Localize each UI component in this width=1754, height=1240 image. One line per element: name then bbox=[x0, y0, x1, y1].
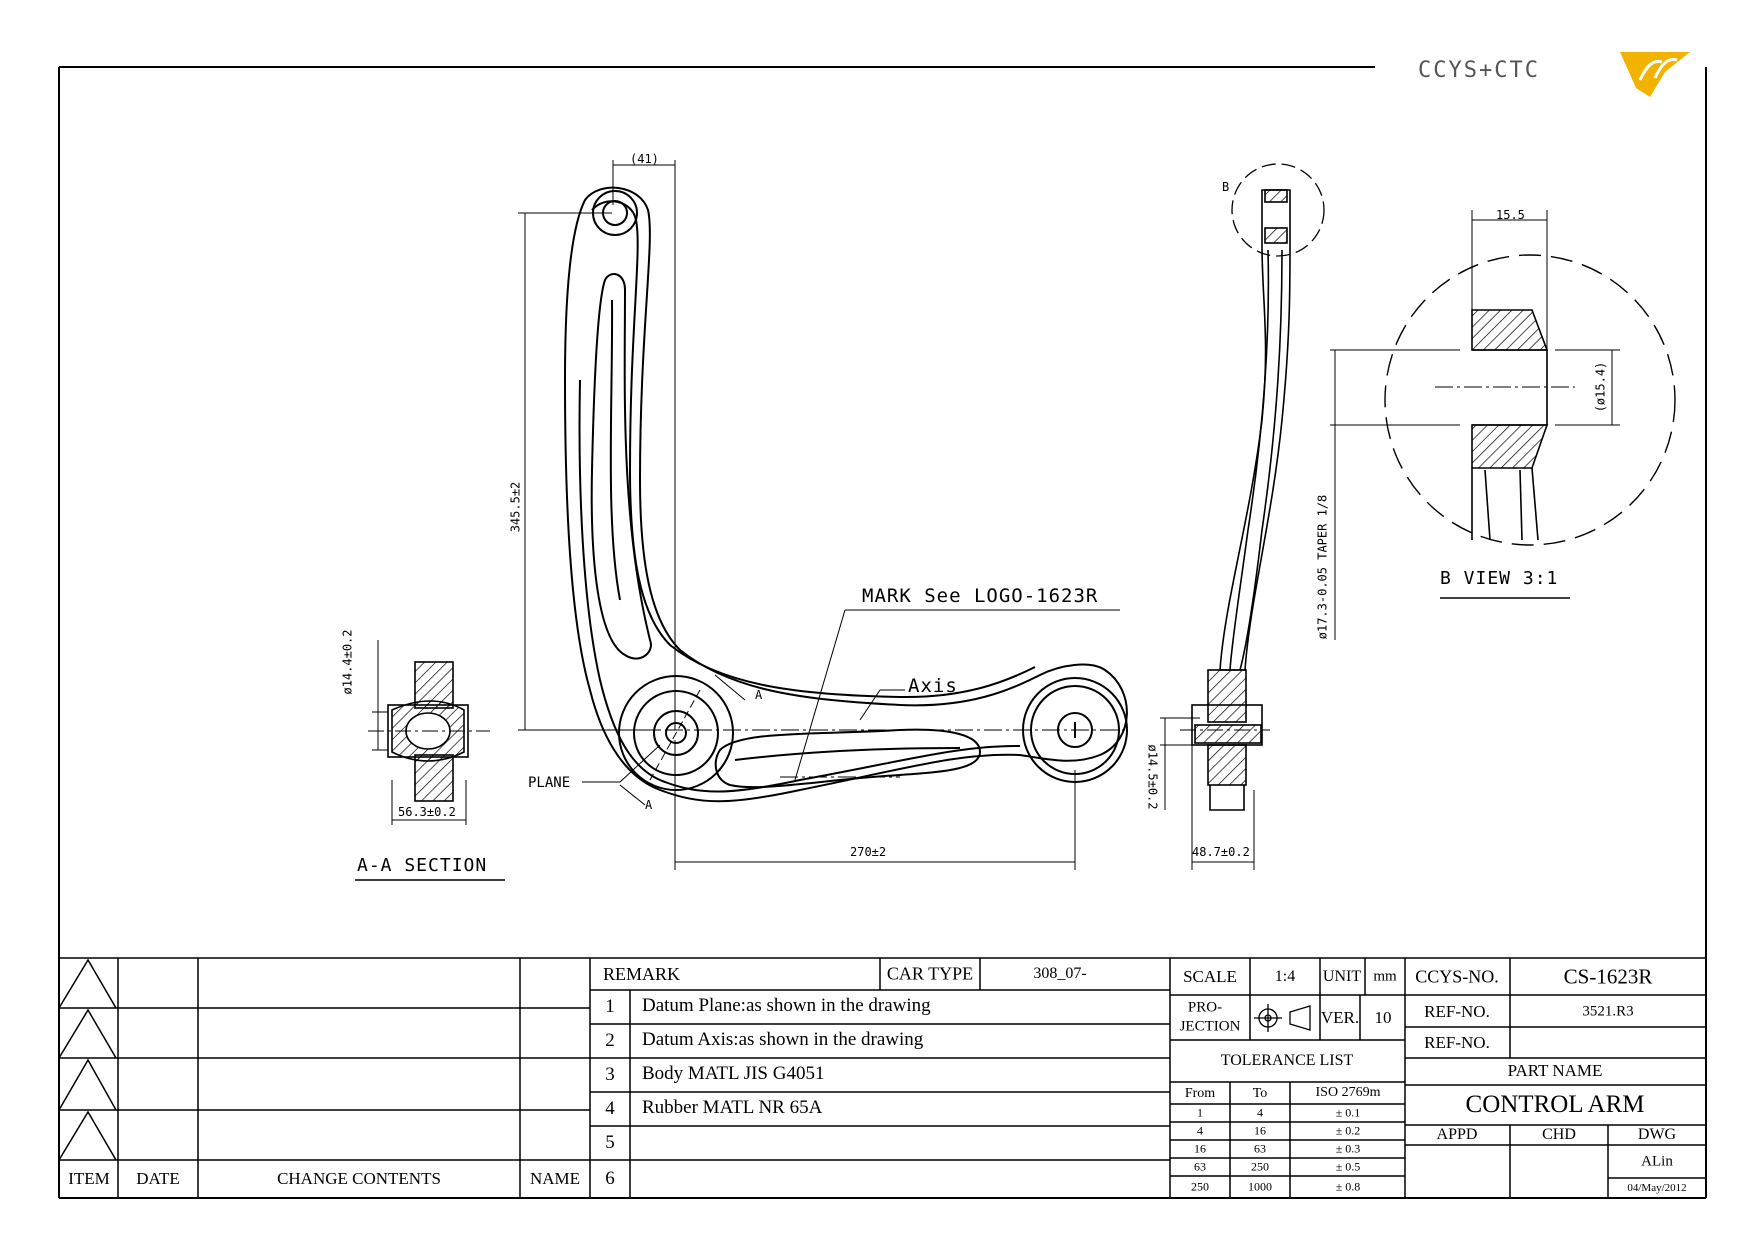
dim-bview-154: (ø15.4) bbox=[1593, 361, 1608, 413]
title-block-grid bbox=[58, 957, 1706, 1198]
part-name-value: CONTROL ARM bbox=[1465, 1091, 1645, 1118]
tol-value: ± 0.2 bbox=[1335, 1123, 1361, 1138]
section-cut-label-top: A bbox=[755, 688, 763, 702]
tol-value: ± 0.8 bbox=[1335, 1179, 1361, 1194]
dwg-label: DWG bbox=[1637, 1126, 1677, 1143]
control-arm-side-view bbox=[1160, 163, 1325, 870]
plane-label: PLANE bbox=[528, 775, 571, 791]
rev-header-item: ITEM bbox=[68, 1169, 110, 1188]
dim-taper: ø17.3-0.05 TAPER 1/8 bbox=[1315, 494, 1330, 640]
tol-to: 4 bbox=[1257, 1105, 1263, 1120]
dim-height-345: 345.5±2 bbox=[508, 481, 523, 533]
aa-section-view bbox=[355, 640, 505, 881]
company-logo-text: CCYS+CTC bbox=[1418, 58, 1540, 83]
rev-header-date: DATE bbox=[136, 1169, 180, 1188]
remark-row-text: Datum Axis:as shown in the drawing bbox=[642, 1029, 924, 1050]
ccys-no-value: CS-1623R bbox=[1563, 964, 1653, 989]
ref-no-label: REF-NO. bbox=[1424, 1002, 1490, 1021]
dwg-date: 04/May/2012 bbox=[1627, 1182, 1687, 1194]
tol-header-iso: ISO 2769m bbox=[1315, 1085, 1381, 1100]
scale-value: 1:4 bbox=[1274, 968, 1296, 985]
tol-header-from: From bbox=[1184, 1086, 1216, 1101]
tol-from: 16 bbox=[1194, 1141, 1206, 1156]
tol-to: 1000 bbox=[1248, 1179, 1272, 1194]
chd-label: CHD bbox=[1542, 1126, 1576, 1143]
dim-top-41: (41) bbox=[630, 152, 659, 166]
remark-row-number: 2 bbox=[605, 1030, 615, 1051]
dim-dia-145: ø14.5±0.2 bbox=[1145, 744, 1160, 810]
version-value: 10 bbox=[1374, 1008, 1392, 1027]
tol-header-to: To bbox=[1252, 1086, 1268, 1101]
remark-row-number: 6 bbox=[605, 1168, 615, 1189]
version-label: VER. bbox=[1320, 1008, 1360, 1027]
scale-label: SCALE bbox=[1183, 967, 1237, 986]
remark-row-number: 5 bbox=[605, 1132, 615, 1153]
tol-from: 1 bbox=[1197, 1105, 1203, 1120]
rev-header-name: NAME bbox=[529, 1169, 581, 1188]
drawing-border bbox=[58, 66, 1707, 1199]
projection-label: PRO- bbox=[1187, 999, 1223, 1016]
part-name-label: PART NAME bbox=[1507, 1061, 1603, 1080]
unit-value: mm bbox=[1373, 968, 1397, 985]
dwg-name: ALin bbox=[1641, 1153, 1673, 1170]
tol-to: 63 bbox=[1254, 1141, 1266, 1156]
tol-value: ± 0.5 bbox=[1335, 1159, 1361, 1174]
aa-section-title: A-A SECTION bbox=[357, 855, 488, 876]
dim-width-487: 48.7±0.2 bbox=[1192, 845, 1250, 859]
section-cut-label-bottom: A bbox=[645, 798, 653, 812]
tolerance-list-title: TOLERANCE LIST bbox=[1220, 1052, 1354, 1069]
ref-no-value: 3521.R3 bbox=[1582, 1003, 1634, 1020]
remark-row-number: 3 bbox=[605, 1064, 615, 1085]
tol-from: 4 bbox=[1197, 1123, 1203, 1138]
dim-length-270: 270±2 bbox=[850, 845, 887, 859]
b-detail-marker: B bbox=[1222, 180, 1230, 194]
tol-value: ± 0.1 bbox=[1335, 1105, 1361, 1120]
control-arm-front-view bbox=[563, 186, 1128, 803]
dim-bview-155: 15.5 bbox=[1496, 208, 1525, 222]
remark-row-text: Datum Plane:as shown in the drawing bbox=[642, 995, 931, 1016]
car-type-label: CAR TYPE bbox=[886, 963, 974, 984]
projection-label: JECTION bbox=[1179, 1018, 1241, 1035]
dim-width-563: 56.3±0.2 bbox=[398, 805, 456, 819]
mark-logo-label: MARK See LOGO-1623R bbox=[862, 585, 1099, 607]
ref-no-label: REF-NO. bbox=[1424, 1033, 1490, 1052]
b-view-title: B VIEW 3:1 bbox=[1440, 568, 1559, 589]
axis-label: Axis bbox=[908, 675, 958, 697]
rev-header-change: CHANGE CONTENTS bbox=[277, 1169, 441, 1188]
logo-mark-icon bbox=[1620, 52, 1690, 97]
b-view-detail bbox=[1330, 210, 1676, 640]
tol-from: 63 bbox=[1194, 1159, 1206, 1174]
dim-dia-144: ø14.4±0.2 bbox=[340, 629, 355, 695]
remark-row-number: 4 bbox=[605, 1098, 615, 1119]
remark-row-text: Body MATL JIS G4051 bbox=[642, 1063, 825, 1084]
tol-to: 250 bbox=[1251, 1159, 1269, 1174]
tol-value: ± 0.3 bbox=[1335, 1141, 1361, 1156]
remark-row-number: 1 bbox=[605, 996, 615, 1017]
remark-row-text: Rubber MATL NR 65A bbox=[642, 1097, 823, 1118]
ccys-no-label: CCYS-NO. bbox=[1415, 966, 1499, 987]
tol-from: 250 bbox=[1191, 1179, 1209, 1194]
projection-symbol-icon bbox=[1254, 1004, 1311, 1032]
tol-to: 16 bbox=[1254, 1123, 1266, 1138]
unit-label: UNIT bbox=[1322, 968, 1362, 985]
car-type-value: 308_07- bbox=[1033, 965, 1087, 982]
dimension-lines-main bbox=[518, 160, 1120, 870]
remark-header: REMARK bbox=[603, 964, 681, 984]
appd-label: APPD bbox=[1436, 1126, 1478, 1143]
